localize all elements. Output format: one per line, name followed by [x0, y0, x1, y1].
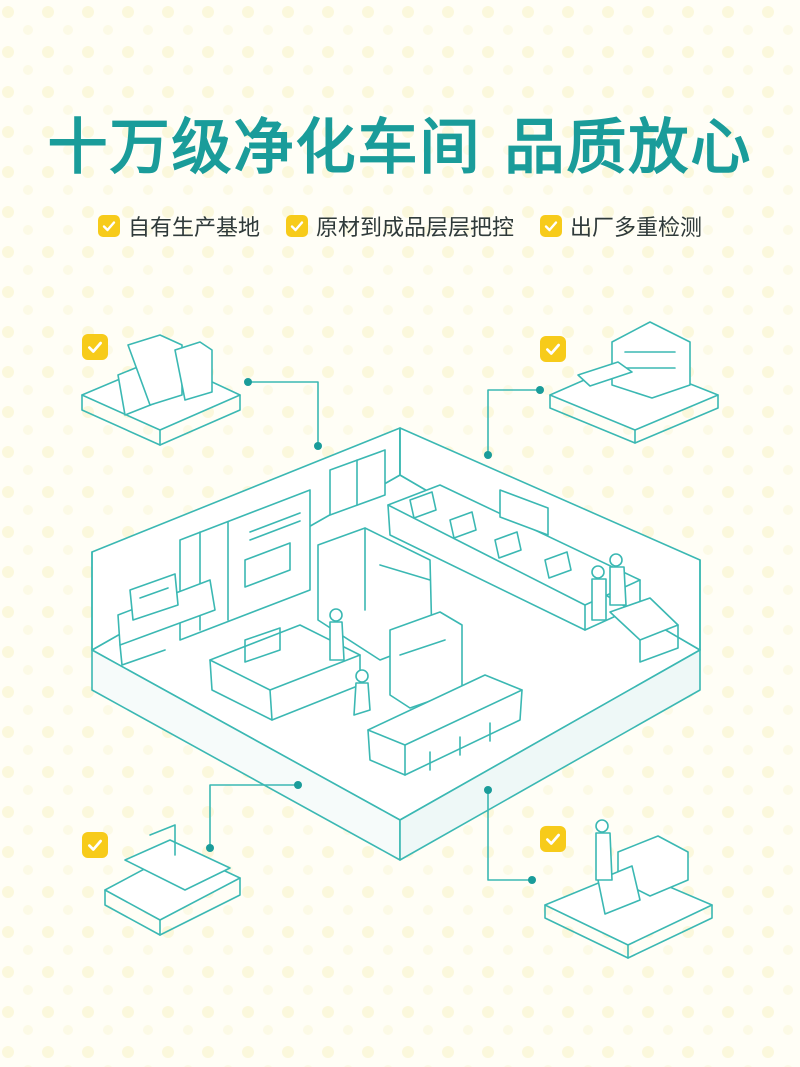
check-icon [285, 215, 308, 237]
check-icon [97, 215, 120, 237]
vignette-top-left [81, 334, 241, 446]
feature-label: 自有生产基地 [127, 216, 260, 241]
check-icon [82, 334, 108, 360]
feature-item: 自有生产基地 [97, 210, 260, 242]
feature-item: 出厂多重检测 [540, 210, 702, 242]
feature-label: 原材到成品层层把控 [315, 216, 514, 241]
connector-lines [209, 381, 541, 881]
vignette-bottom-left [104, 824, 241, 936]
right-bench [387, 484, 641, 631]
left-bench [117, 573, 216, 666]
workers [329, 553, 627, 716]
check-icon [82, 832, 108, 858]
side-bench [609, 597, 679, 663]
feature-label: 出厂多重检测 [570, 216, 703, 241]
feature-list: 自有生产基地 原材到成品层层把控 出厂多重检测 [0, 210, 800, 242]
check-icon [540, 826, 566, 852]
vignette-top-right [549, 321, 719, 444]
connector-dots [206, 378, 544, 884]
vignette-bottom-right [544, 819, 713, 959]
center-machines [317, 527, 463, 709]
front-counter [367, 674, 523, 776]
check-icon [540, 215, 562, 237]
check-icon [540, 336, 566, 362]
feature-item: 原材到成品层层把控 [285, 210, 514, 242]
page-title: 十万级净化车间 品质放心 [47, 113, 753, 183]
